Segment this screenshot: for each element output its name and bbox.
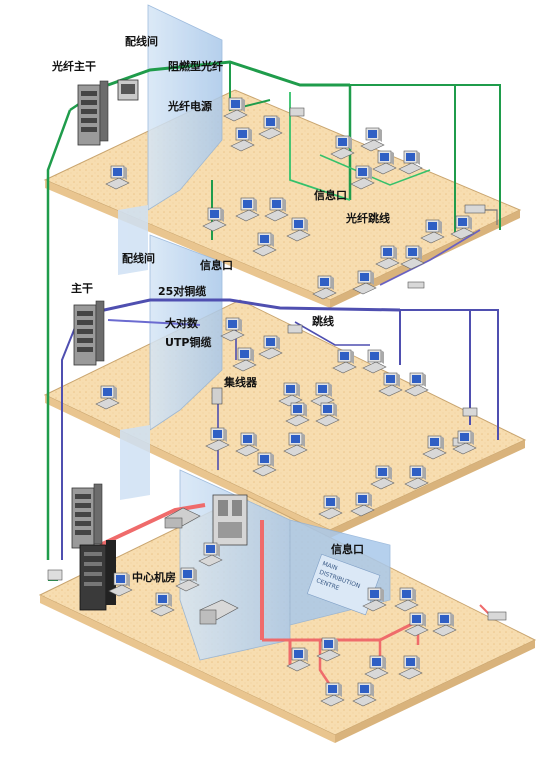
central-rack-1	[71, 483, 103, 549]
floor-3	[43, 89, 522, 301]
label-central-room: 中心机房	[132, 571, 176, 584]
floor-3-cables	[107, 60, 501, 286]
hub-floor-1	[47, 569, 507, 621]
label-utp-copper: UTP铜缆	[165, 336, 212, 349]
label-wiring-closet-mid: 配线间	[122, 252, 155, 265]
main-distribution-sign: MAIN DISTRIBUTION CENTRE	[306, 553, 381, 616]
fiber-riser	[46, 109, 72, 560]
fiber-patch-panel	[117, 79, 139, 101]
label-fiber-patch-cord: 光纤跳线	[346, 212, 390, 225]
label-wiring-closet-top: 配线间	[125, 35, 158, 48]
label-patch-cord: 跳线	[312, 315, 334, 328]
hub-floor-3	[289, 107, 486, 214]
ups-unit	[199, 599, 239, 625]
floor-2-cables	[94, 298, 499, 470]
label-fiber-backbone: 光纤主干	[52, 60, 96, 73]
label-backbone: 主干	[71, 282, 93, 295]
label-hub: 集线器	[224, 376, 257, 389]
label-copper-25-pair: 25对铜缆	[158, 285, 207, 298]
label-flame-retardant-fiber: 阻燃型光纤	[168, 60, 223, 73]
central-rack-2	[79, 540, 116, 611]
server-cabinet	[212, 494, 248, 546]
svg-text:MAIN: MAIN	[321, 560, 338, 572]
label-large-pair-count: 大对数	[165, 317, 198, 330]
label-fiber-power: 光纤电源	[168, 100, 212, 113]
hub-device	[211, 387, 223, 405]
label-info-outlet-bottom: 信息口	[331, 543, 364, 556]
floor-2	[43, 299, 527, 531]
fiber-backbone-rack	[77, 80, 109, 146]
copper-riser	[61, 319, 79, 560]
racks	[47, 79, 507, 625]
backbone-rack	[73, 300, 105, 366]
printer	[164, 507, 201, 529]
label-info-outlet-top: 信息口	[314, 189, 347, 202]
floor-1-cables	[99, 503, 491, 686]
label-info-outlet-mid: 信息口	[200, 259, 233, 272]
